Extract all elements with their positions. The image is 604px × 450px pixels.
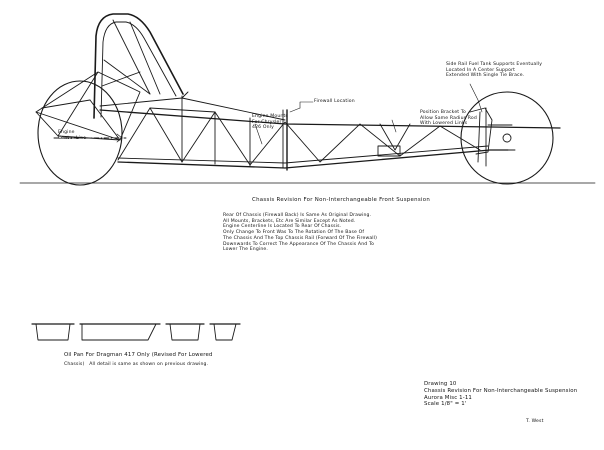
frame-bracing	[117, 107, 481, 166]
position-bracket-label: Position Bracket To Allow Same Radius Ro…	[420, 110, 477, 127]
top-rail	[99, 109, 561, 129]
drawing-number: Drawing 10	[424, 381, 457, 387]
oil-pan-caption: Oil Pan For Dragman 417 Only (Revised Fo…	[64, 352, 213, 358]
firewall-label: Firewall Location	[314, 99, 355, 104]
oil-pan-3	[169, 323, 201, 341]
engine-mounts-label: Engine Mounts For Chrysler 426 Only	[252, 114, 288, 131]
side-rail-label: Side Rail Fuel Tank Supports Eventually …	[446, 62, 543, 79]
engine-centerline-label: Engine Center Line	[58, 130, 87, 141]
drawing-author: Aurora Misc 1-11	[424, 394, 473, 401]
oil-pan-4	[213, 323, 237, 341]
roll-cage	[93, 13, 184, 119]
drawing-description: Chassis Revision For Non-Interchangeable…	[424, 387, 578, 394]
front-nose	[35, 71, 141, 141]
oil-pan-caption-2: Chassis) All detail is same as shown on …	[64, 362, 209, 367]
title-block: Drawing 10 Chassis Revision For Non-Inte…	[424, 381, 577, 408]
chassis-revision-title: Chassis Revision For Non-Interchangeable…	[252, 197, 431, 203]
drawing-scale: Scale 1/8" = 1'	[424, 401, 467, 408]
oil-pan-1	[35, 323, 71, 341]
revision-notes: Rear Of Chassis (Firewall Back) Is Same …	[223, 213, 378, 253]
signature: T. West	[526, 419, 544, 424]
rear-hub	[502, 133, 512, 143]
oil-pan-2	[81, 323, 157, 341]
front-wheel	[37, 80, 123, 186]
rear-wheel	[460, 91, 554, 185]
